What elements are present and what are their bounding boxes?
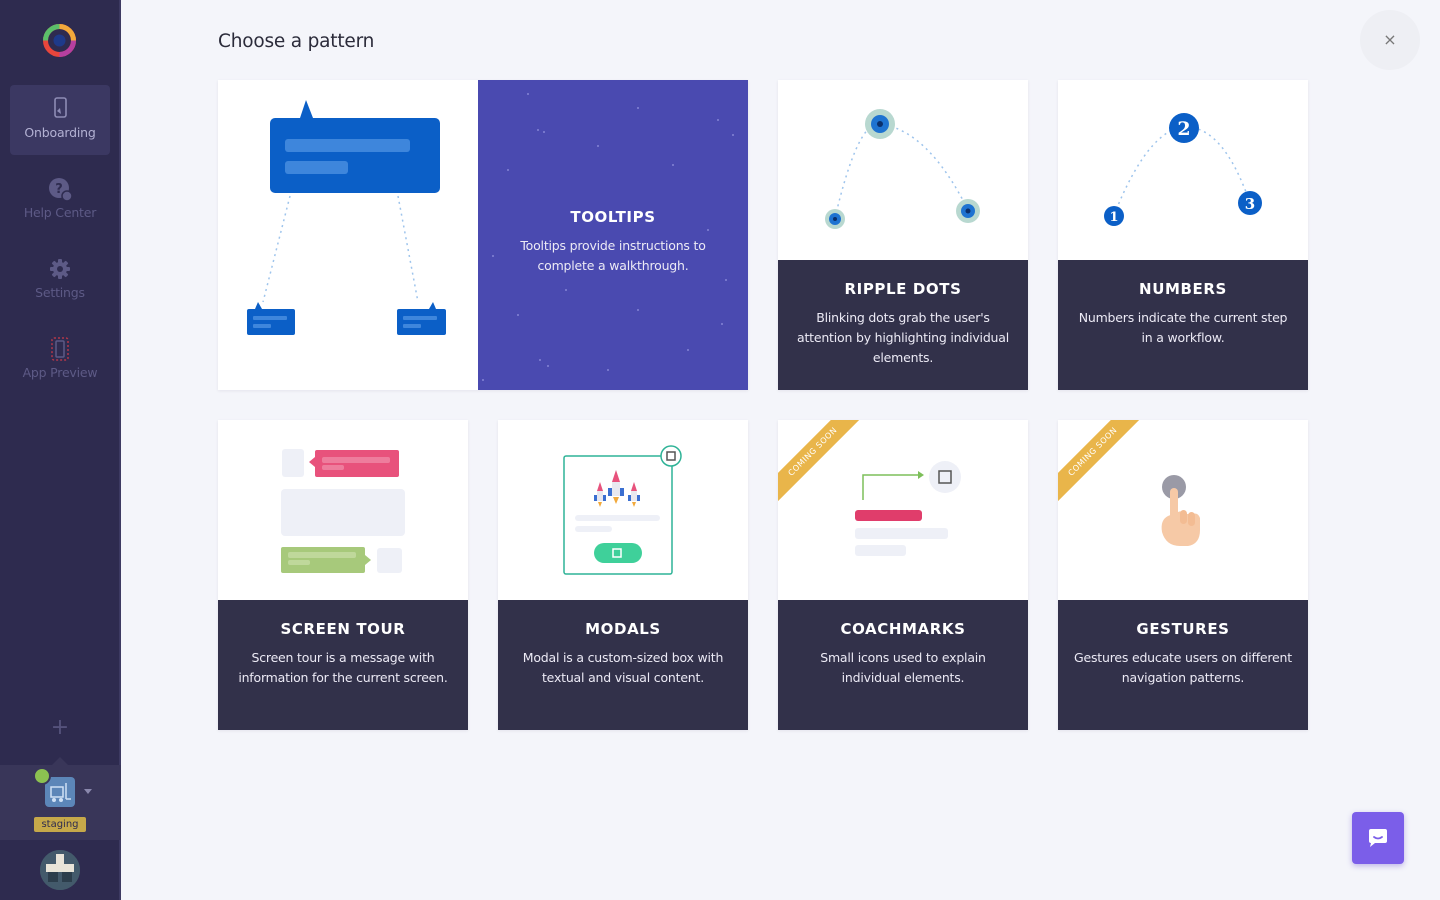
pattern-description: Small icons used to explain individual e… (820, 650, 986, 685)
sidebar-item-onboarding[interactable]: Onboarding (10, 85, 110, 155)
pattern-info: GESTURES Gestures educate users on diffe… (1058, 600, 1308, 730)
sidebar-item-help-center[interactable]: ? Help Center (10, 165, 110, 235)
sidebar-item-label: Onboarding (24, 125, 96, 140)
sidebar-item-label: App Preview (22, 365, 98, 380)
question-bubble-icon: ? (49, 178, 72, 202)
environment-badge: staging (34, 817, 86, 832)
forklift-icon (50, 783, 71, 802)
rocket-icon (608, 470, 624, 504)
step-number: 1 (1109, 210, 1118, 225)
pattern-info: NUMBERS Numbers indicate the current ste… (1058, 260, 1308, 390)
tooltips-illustration (247, 100, 446, 335)
pattern-title: COACHMARKS (840, 620, 966, 638)
sidebar-item-app-preview[interactable]: App Preview (10, 325, 110, 395)
svg-text:?: ? (55, 182, 63, 197)
pattern-title: RIPPLE DOTS (844, 280, 962, 298)
pattern-card-screen-tour[interactable]: SCREEN TOUR Screen tour is a message wit… (218, 420, 468, 730)
pattern-description: Screen tour is a message with informatio… (238, 650, 448, 685)
pattern-title: MODALS (585, 620, 661, 638)
mobile-hand-icon (54, 97, 67, 118)
phone-preview-icon (51, 337, 69, 361)
app-icon[interactable] (45, 777, 75, 807)
rocket-icon (594, 482, 606, 507)
pattern-description: Modal is a custom-sized box with textual… (522, 650, 724, 685)
chat-bubble-icon (1369, 829, 1387, 847)
gear-icon (50, 259, 70, 279)
pattern-info: SCREEN TOUR Screen tour is a message wit… (218, 600, 468, 730)
gestures-illustration (1161, 475, 1200, 546)
close-button[interactable]: × (1360, 10, 1420, 70)
pattern-info: COACHMARKS Small icons used to explain i… (778, 600, 1028, 730)
page-title: Choose a pattern (218, 31, 375, 52)
pattern-card-ripple-dots[interactable]: RIPPLE DOTS Blinking dots grab the user'… (778, 80, 1028, 390)
pattern-card-gestures[interactable]: COMING SOON GESTURES Gestures educate us… (1058, 420, 1308, 730)
app-logo-icon[interactable] (43, 24, 76, 57)
pattern-title: TOOLTIPS (570, 208, 656, 226)
chevron-down-icon[interactable] (84, 789, 92, 794)
pattern-title: SCREEN TOUR (280, 620, 406, 638)
sidebar-item-settings[interactable]: Settings (10, 245, 110, 315)
add-app-button[interactable]: + (50, 715, 70, 740)
hand-icon (1161, 488, 1200, 546)
pattern-description: Gestures educate users on different navi… (1074, 650, 1292, 685)
screen-tour-illustration (281, 449, 405, 573)
sidebar-item-label: Help Center (23, 205, 97, 220)
pattern-card-coachmarks[interactable]: COMING SOON COACHMARKS Small icons used … (778, 420, 1028, 730)
pattern-description: Tooltips provide instructions to complet… (520, 238, 706, 273)
sidebar: Onboarding ? Help Center Settings A (0, 0, 121, 900)
ripple-dots-illustration (825, 109, 980, 229)
app-status-icon (33, 767, 51, 785)
pattern-info: TOOLTIPS Tooltips provide instructions t… (478, 80, 748, 390)
numbers-illustration: 1 2 3 (1104, 113, 1262, 226)
pattern-title: NUMBERS (1139, 280, 1227, 298)
chat-button[interactable] (1352, 812, 1404, 864)
pattern-description: Blinking dots grab the user's attention … (796, 310, 1010, 365)
pattern-info: RIPPLE DOTS Blinking dots grab the user'… (778, 260, 1028, 390)
pattern-card-numbers[interactable]: 1 2 3 NUMBERS Numbers indicate the curre… (1058, 80, 1308, 390)
pattern-title: GESTURES (1136, 620, 1230, 638)
pattern-info: MODALS Modal is a custom-sized box with … (498, 600, 748, 730)
pattern-card-modals[interactable]: MODALS Modal is a custom-sized box with … (498, 420, 748, 730)
pattern-card-tooltips[interactable]: TOOLTIPS Tooltips provide instructions t… (218, 80, 748, 390)
stars-decoration (482, 93, 734, 381)
avatar[interactable] (40, 850, 80, 890)
modals-illustration (563, 445, 682, 575)
step-number: 2 (1177, 118, 1190, 140)
sidebar-item-label: Settings (35, 285, 85, 300)
rocket-icon (628, 482, 640, 507)
user-avatar-icon (40, 850, 80, 890)
app-switcher[interactable]: staging (0, 757, 121, 840)
coachmarks-illustration (855, 461, 961, 556)
pattern-description: Numbers indicate the current step in a w… (1078, 310, 1288, 345)
step-number: 3 (1245, 195, 1255, 213)
